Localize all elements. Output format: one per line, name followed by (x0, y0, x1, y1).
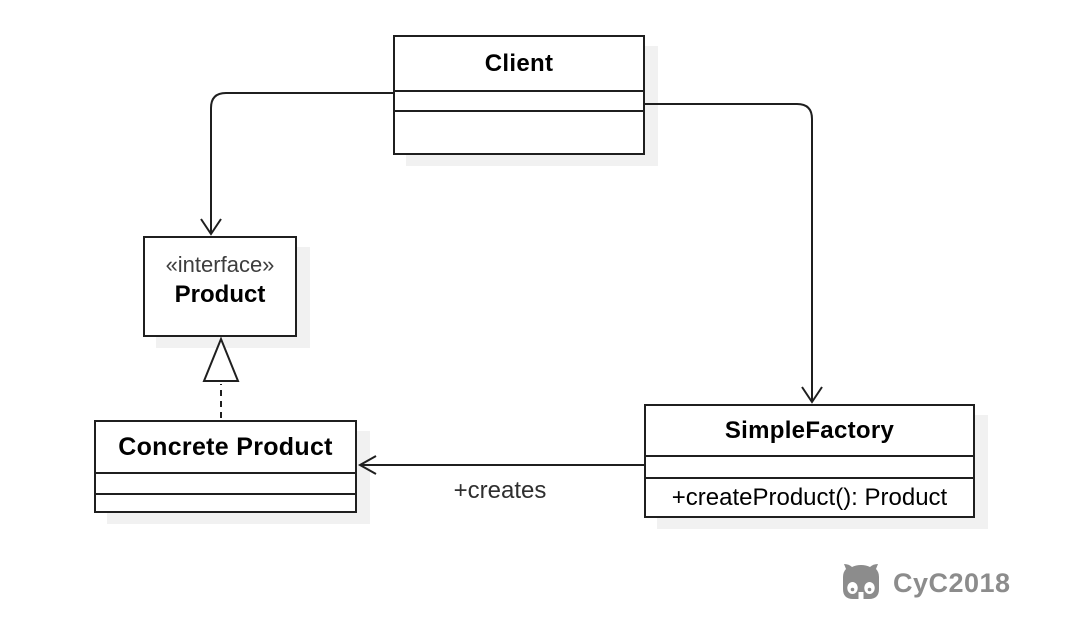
class-client: Client (393, 35, 645, 155)
class-product-interface: «interface» Product (143, 236, 297, 337)
edge-concrete-product-realizes-product (202, 336, 240, 418)
class-concrete-product-attributes-empty (96, 472, 355, 493)
arrowhead-left-icon (357, 455, 377, 475)
class-product-title: Product (174, 280, 266, 308)
class-simple-factory-attributes-empty (646, 455, 973, 477)
class-client-methods-empty (395, 110, 643, 153)
arrowhead-down-icon (200, 218, 222, 236)
watermark-text: CyC2018 (893, 567, 1011, 598)
edge-client-to-simple-factory (645, 103, 823, 404)
class-client-title: Client (484, 49, 554, 77)
product-stereotype: «interface» (165, 252, 275, 277)
creates-edge-label: +creates (453, 477, 547, 504)
class-concrete-product-title: Concrete Product (118, 432, 333, 461)
class-concrete-product-methods-empty (96, 493, 355, 511)
hollow-triangle-icon (202, 336, 240, 382)
edge-client-to-product (200, 92, 393, 236)
class-client-attributes-empty (395, 90, 643, 110)
class-simple-factory-title: SimpleFactory (724, 416, 895, 444)
class-concrete-product: Concrete Product (94, 420, 357, 513)
class-simple-factory: SimpleFactory +createProduct(): Product (644, 404, 975, 518)
class-simple-factory-method: +createProduct(): Product (646, 477, 973, 516)
watermark: CyC2018 (838, 563, 1011, 603)
edge-factory-creates-concrete-product (357, 455, 644, 475)
octocat-icon (843, 564, 879, 603)
arrowhead-down-icon (801, 386, 823, 404)
